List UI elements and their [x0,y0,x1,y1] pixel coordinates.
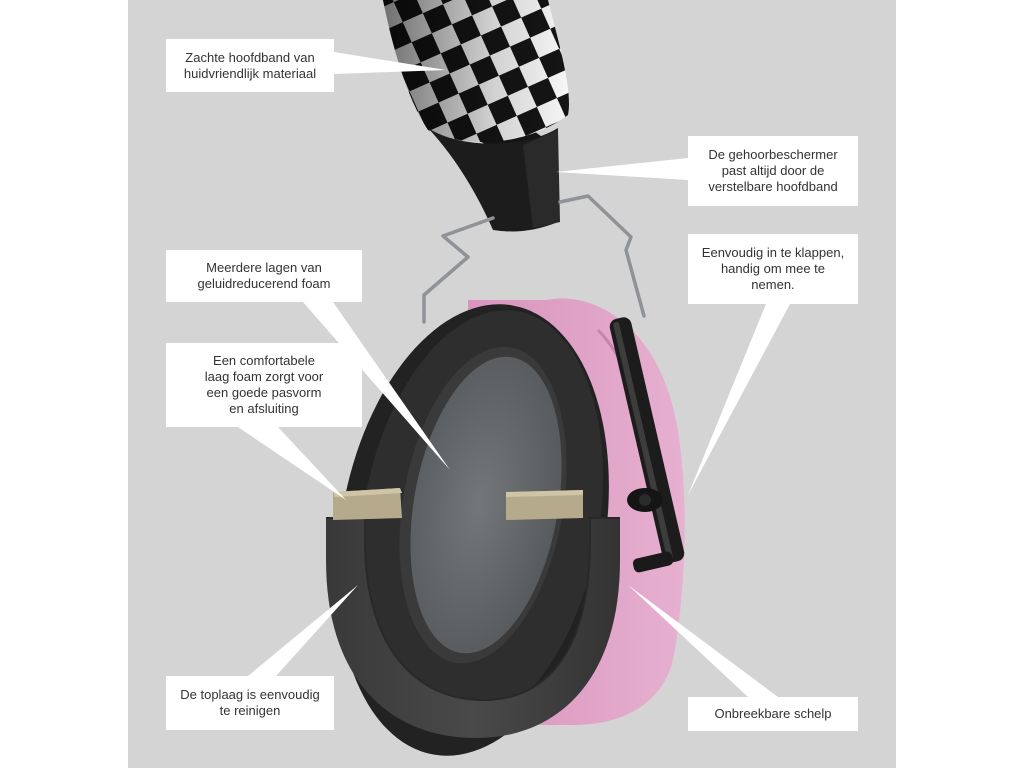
callout-shell-text: Onbreekbare schelp [714,706,831,722]
pointer-comfort [238,427,346,500]
pointer-adjustable [556,158,688,180]
callout-layers: Meerdere lagen van geluidreducerend foam [166,250,362,302]
callout-comfort-text: Een comfortabele laag foam zorgt voor ee… [205,353,324,417]
pointer-foldable [688,304,790,495]
headband-checkered [383,0,569,231]
callout-foldable-text: Eenvoudig in te klappen, handig om mee t… [702,245,844,293]
callout-adjustable: De gehoorbeschermer past altijd door de … [688,136,858,206]
callout-cleaning-text: De toplaag is eenvoudig te reinigen [180,687,320,719]
callout-adjustable-text: De gehoorbeschermer past altijd door de … [708,147,837,195]
callout-layers-text: Meerdere lagen van geluidreducerend foam [198,260,331,292]
callout-headband-text: Zachte hoofdband van huidvriendlijk mate… [184,50,316,82]
callout-comfort: Een comfortabele laag foam zorgt voor ee… [166,343,362,427]
diagram-canvas: Zachte hoofdband van huidvriendlijk mate… [128,0,896,768]
callout-foldable: Eenvoudig in te klappen, handig om mee t… [688,234,858,304]
callout-cleaning: De toplaag is eenvoudig te reinigen [166,676,334,730]
callout-shell: Onbreekbare schelp [688,697,858,731]
callout-headband: Zachte hoofdband van huidvriendlijk mate… [166,39,334,92]
